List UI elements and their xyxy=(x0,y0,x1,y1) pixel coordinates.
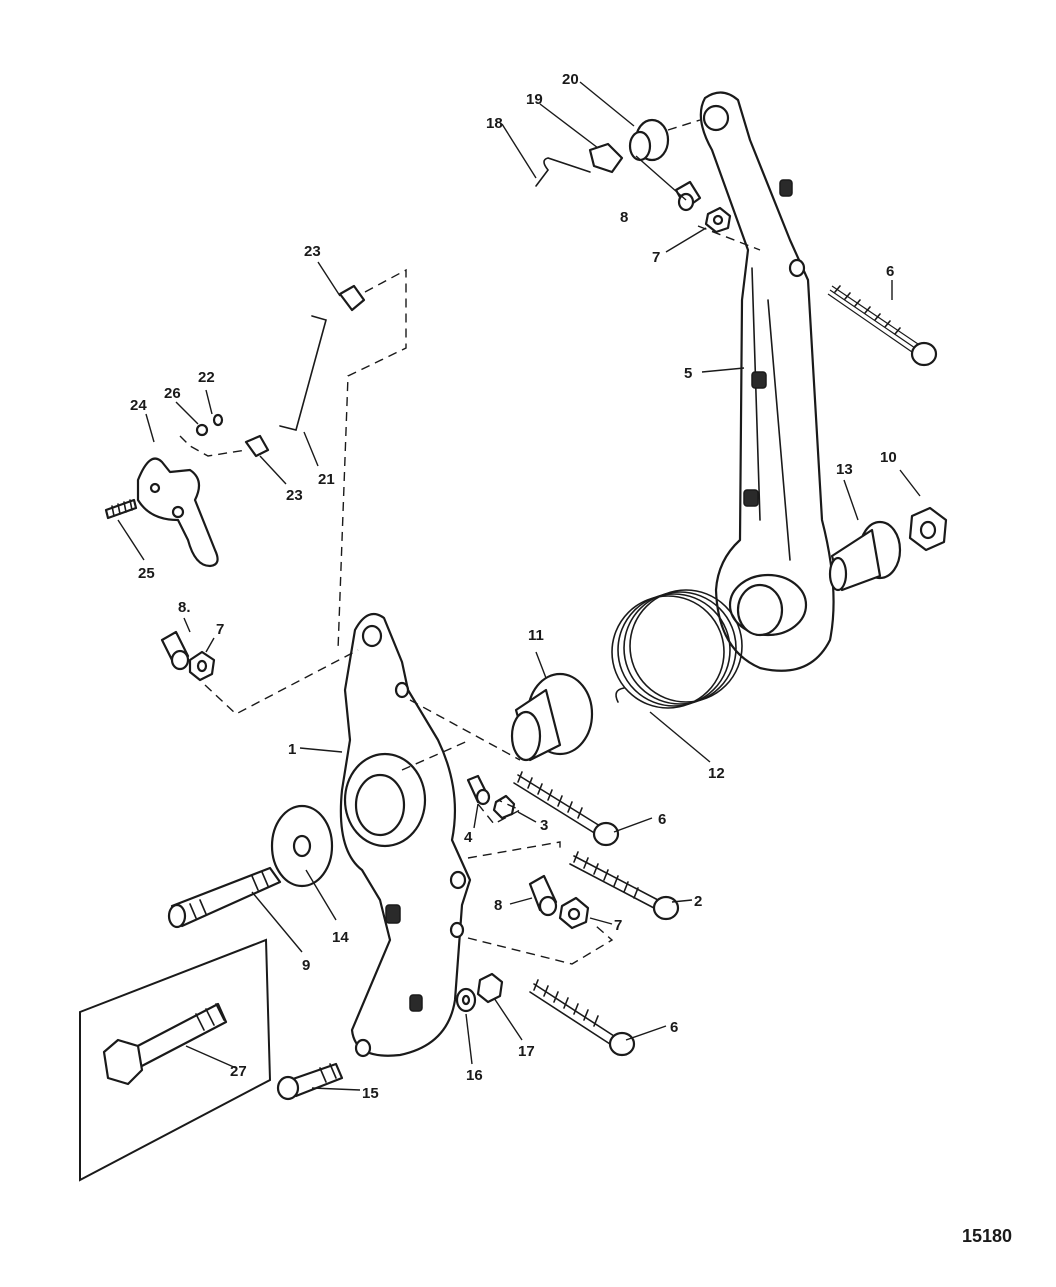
nut-part-3 xyxy=(492,794,516,820)
nut-part-7-top xyxy=(704,206,732,234)
clip-part-19 xyxy=(588,142,624,174)
callout-1: 1 xyxy=(288,741,296,758)
callout-25: 25 xyxy=(138,565,155,582)
callout-3: 3 xyxy=(540,817,548,834)
callout-11: 11 xyxy=(528,627,544,644)
arm-part-5 xyxy=(699,91,835,672)
callout-12: 12 xyxy=(708,765,725,782)
callout-23-bottom: 23 xyxy=(286,487,303,504)
bolt-part-6-top xyxy=(827,285,938,367)
callout-7-left: 7 xyxy=(216,621,224,638)
ferrule-part-8-bottom xyxy=(528,874,558,917)
callout-26: 26 xyxy=(164,385,181,402)
callout-8-top: 8 xyxy=(620,209,628,226)
callout-7-top: 7 xyxy=(652,249,660,266)
callout-14: 14 xyxy=(332,929,349,946)
ferrule-part-4 xyxy=(466,774,491,806)
callout-6-top: 6 xyxy=(886,263,894,280)
pin-part-9 xyxy=(167,866,282,929)
callout-4: 4 xyxy=(464,829,473,846)
figure-number: 15180 xyxy=(962,1226,1012,1246)
callout-6-middle: 6 xyxy=(658,811,666,828)
callout-27: 27 xyxy=(230,1063,247,1080)
bolt-part-15 xyxy=(276,1062,344,1101)
callout-22: 22 xyxy=(198,369,215,386)
callout-labels: 1 2 3 4 5 6 6 6 7 7 7 8 8. 8 9 10 11 12 … xyxy=(130,71,897,1102)
assembly-lines xyxy=(179,119,761,965)
callout-8-left: 8. xyxy=(178,599,191,616)
callout-13: 13 xyxy=(836,461,853,478)
nut-part-22 xyxy=(212,413,224,427)
washer-part-16 xyxy=(455,987,477,1013)
clip-part-23-top xyxy=(338,284,366,312)
callout-24: 24 xyxy=(130,397,147,414)
callout-9: 9 xyxy=(302,957,310,974)
callout-5: 5 xyxy=(684,365,692,382)
lever-part-1 xyxy=(339,612,472,1058)
nut-part-17 xyxy=(476,972,504,1004)
nut-part-26 xyxy=(195,423,209,437)
spring-part-12 xyxy=(611,589,743,709)
bolt-part-6-bottom xyxy=(529,979,636,1057)
leader-lines xyxy=(117,81,921,1091)
bolt-part-27-box xyxy=(79,938,272,1182)
bushing-part-20 xyxy=(628,118,670,162)
callout-10: 10 xyxy=(880,449,897,466)
bracket-part-24 xyxy=(136,457,219,568)
ferrule-part-8-top xyxy=(674,180,702,212)
nut-part-10 xyxy=(908,506,948,552)
rod-part-18 xyxy=(535,157,591,187)
callout-6-bottom: 6 xyxy=(670,1019,678,1036)
bolt-part-2 xyxy=(569,851,680,921)
bushing-part-11 xyxy=(510,672,594,762)
callout-7-bottom: 7 xyxy=(614,917,622,934)
rod-part-21 xyxy=(279,315,327,431)
clip-part-23-bottom xyxy=(244,434,270,458)
washer-part-14 xyxy=(270,804,334,888)
callout-21: 21 xyxy=(318,471,335,488)
callout-19: 19 xyxy=(526,91,543,108)
callout-16: 16 xyxy=(466,1067,483,1084)
callout-15: 15 xyxy=(362,1085,379,1102)
callout-20: 20 xyxy=(562,71,579,88)
ferrule-part-8-left xyxy=(160,630,190,671)
nut-part-7-left xyxy=(188,650,216,682)
callout-2: 2 xyxy=(694,893,702,910)
stud-part-25 xyxy=(104,498,138,520)
bolt-part-6-middle xyxy=(513,771,620,847)
bushing-part-13 xyxy=(828,520,902,592)
nut-part-7-bottom xyxy=(558,896,590,930)
callout-17: 17 xyxy=(518,1043,535,1060)
callout-23-top: 23 xyxy=(304,243,321,260)
callout-8-bottom: 8 xyxy=(494,897,502,914)
callout-18: 18 xyxy=(486,115,503,132)
